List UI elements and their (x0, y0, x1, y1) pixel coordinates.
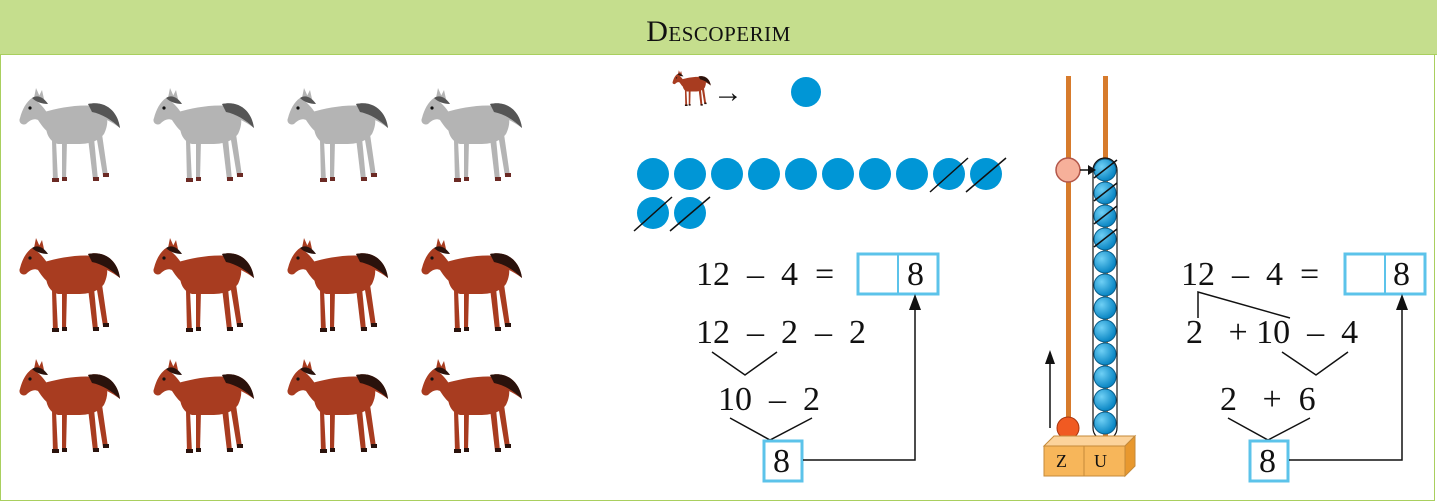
bead (822, 158, 854, 190)
method-2: 12 – 4 = 8 2 + 10 – 4 2 + 6 8 (1181, 252, 1427, 483)
method2-step2: 2 + 6 (1220, 381, 1316, 418)
gray-horse (421, 88, 522, 182)
method2-equation: 12 – 4 = (1181, 256, 1319, 293)
page-title: Descoperim (646, 15, 791, 48)
tens-rod (1066, 76, 1071, 436)
method1-step2: 10 – 2 (718, 381, 820, 418)
horse-row-brown-1 (19, 238, 522, 332)
bead (859, 158, 891, 190)
tens-bead-removed (1055, 157, 1081, 183)
brown-horse (421, 359, 522, 453)
method1-answer: 8 (907, 256, 924, 293)
bead (637, 158, 669, 190)
gray-horse (19, 88, 121, 182)
bead (674, 158, 706, 190)
abacus-base (1042, 434, 1137, 478)
legend-horse-icon (672, 70, 711, 106)
brown-horse (153, 359, 254, 453)
bead (748, 158, 780, 190)
method-1: 12 – 4 = 8 12 – 2 – 2 10 – 2 8 (696, 252, 940, 483)
strike-lines (633, 157, 1007, 232)
method1-equation: 12 – 4 = (696, 256, 834, 293)
brown-horse (287, 238, 388, 332)
method1-step1: 12 – 2 – 2 (696, 314, 866, 351)
gray-horse (287, 88, 388, 182)
legend: → (672, 70, 821, 109)
bead (896, 158, 928, 190)
legend-arrow: → (713, 76, 743, 109)
abacus: Z U (1042, 76, 1137, 478)
brown-horse (19, 238, 121, 332)
brown-horse (287, 359, 388, 453)
bead-group (637, 158, 1002, 229)
bead (711, 158, 743, 190)
brown-horse (19, 359, 121, 453)
units-label: U (1094, 451, 1107, 471)
horse-row-gray (19, 88, 522, 182)
legend-bead-icon (791, 77, 821, 107)
header-bar: Descoperim (0, 0, 1437, 55)
tens-label: Z (1056, 451, 1067, 471)
gray-horse (153, 88, 254, 182)
brown-horse (153, 238, 254, 332)
method2-step1: 2 + 10 – 4 (1186, 314, 1358, 351)
brown-horse (421, 238, 522, 332)
method1-result: 8 (773, 443, 790, 480)
result-box (1248, 439, 1290, 483)
bead (785, 158, 817, 190)
result-box (762, 439, 804, 483)
method2-result: 8 (1259, 443, 1276, 480)
horse-row-brown-2 (19, 359, 522, 453)
method2-answer: 8 (1393, 256, 1410, 293)
units-beads (1093, 158, 1117, 435)
